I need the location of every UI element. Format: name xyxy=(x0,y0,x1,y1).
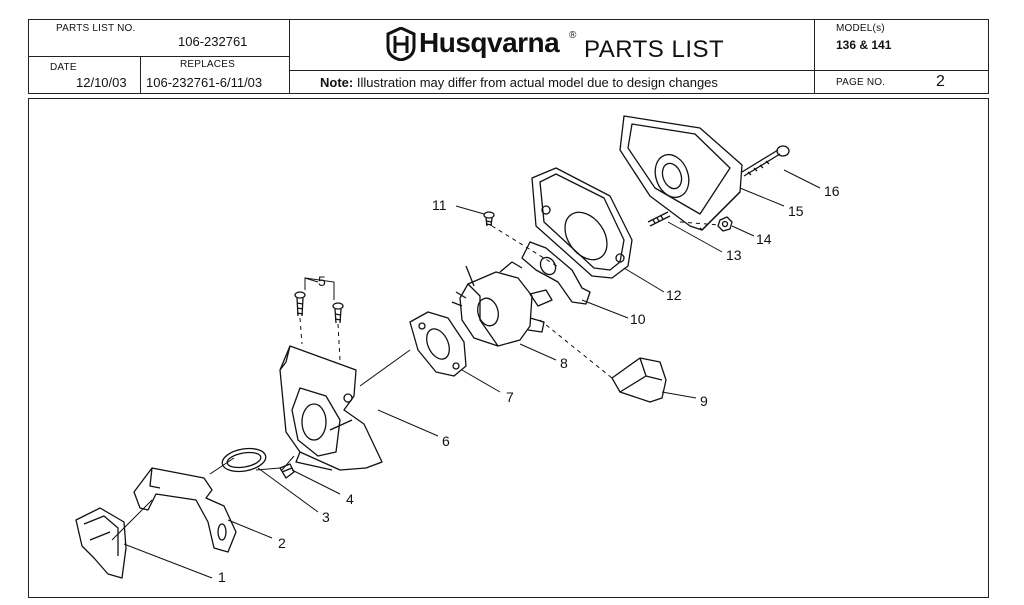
callout-2: 2 xyxy=(278,535,286,551)
note-text: Illustration may differ from actual mode… xyxy=(356,75,718,90)
callout-8: 8 xyxy=(560,355,568,371)
callout-3: 3 xyxy=(322,509,330,525)
parts-list-no: 106-232761 xyxy=(178,34,248,49)
callout-6: 6 xyxy=(442,433,450,449)
part-15-filter-cover xyxy=(619,115,743,231)
part-14-nut xyxy=(717,216,733,232)
callout-4: 4 xyxy=(346,491,354,507)
replaces-label: REPLACES xyxy=(180,59,235,70)
part-6-housing xyxy=(279,345,383,471)
parts-list-no-label: PARTS LIST NO. xyxy=(56,23,136,34)
part-13-stud xyxy=(647,211,671,227)
model-label: MODEL(s) xyxy=(836,23,885,34)
callout-15: 15 xyxy=(788,203,804,219)
part-10-bracket xyxy=(521,241,591,305)
part-8-carburetor xyxy=(451,261,553,347)
callout-11: 11 xyxy=(432,197,447,213)
callout-13: 13 xyxy=(726,247,742,263)
date-label: DATE xyxy=(50,62,77,73)
page-no-label: PAGE NO. xyxy=(836,77,886,88)
brand-name: Husqvarna xyxy=(419,27,560,58)
husqvarna-logo-icon xyxy=(386,27,416,61)
header-right-box xyxy=(814,19,989,94)
callout-14: 14 xyxy=(756,231,772,247)
header-right-divider xyxy=(814,70,989,71)
brand-registered-mark: ® xyxy=(569,30,577,41)
callout-1: 1 xyxy=(218,569,226,585)
note-label: Note: xyxy=(320,75,354,90)
part-4-fitting xyxy=(279,463,295,479)
callout-5: 5 xyxy=(318,273,326,289)
parts-list-title: PARTS LIST xyxy=(584,36,725,63)
part-11-screw xyxy=(483,211,495,227)
model-value: 136 & 141 xyxy=(836,38,892,52)
part-12-filter-plate xyxy=(531,167,633,279)
part-5-screws xyxy=(294,291,344,324)
date-value: 12/10/03 xyxy=(76,75,127,90)
part-1-cover xyxy=(75,507,127,579)
replaces-value: 106-232761-6/11/03 xyxy=(146,75,263,90)
part-2-bracket xyxy=(133,467,237,553)
page-no-value: 2 xyxy=(936,73,945,90)
callout-10: 10 xyxy=(630,311,646,327)
note-line: Note: Illustration may differ from actua… xyxy=(320,75,718,90)
header-left-vdivider xyxy=(140,56,141,94)
callout-16: 16 xyxy=(824,183,840,199)
callout-9: 9 xyxy=(700,393,708,409)
part-7-gasket xyxy=(409,311,467,377)
callout-12: 12 xyxy=(666,287,682,303)
illustration-frame xyxy=(28,98,989,598)
header-left-divider xyxy=(28,56,290,57)
part-16-bolt xyxy=(741,145,790,177)
callout-7: 7 xyxy=(506,389,514,405)
header-center-divider xyxy=(289,70,815,71)
part-9-choke xyxy=(611,357,667,403)
